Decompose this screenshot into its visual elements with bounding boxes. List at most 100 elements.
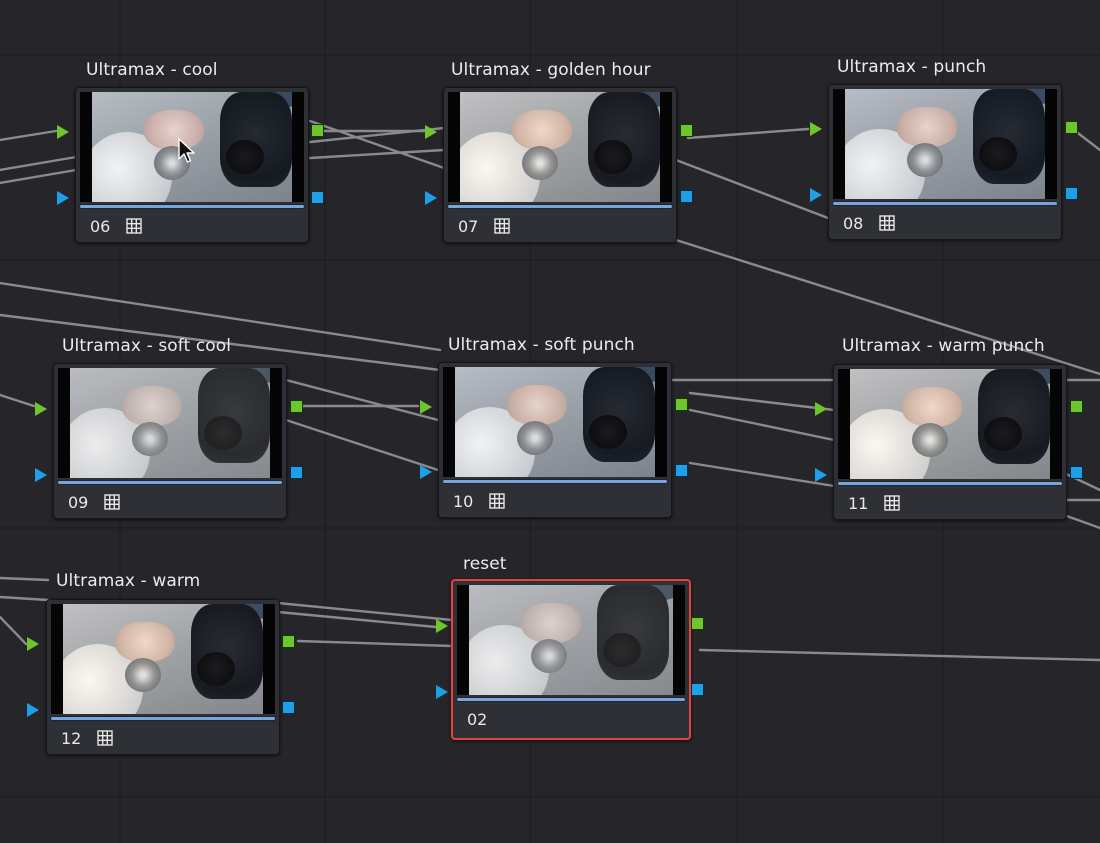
link bbox=[0, 393, 36, 408]
alpha-output-port[interactable] bbox=[282, 701, 295, 714]
rgb-output-port[interactable] bbox=[680, 124, 693, 137]
alpha-input-port[interactable] bbox=[815, 468, 827, 482]
node-09[interactable]: 09 bbox=[53, 363, 287, 519]
link bbox=[284, 418, 440, 472]
alpha-input-port[interactable] bbox=[27, 703, 39, 717]
link bbox=[296, 639, 454, 648]
link bbox=[688, 461, 836, 488]
link bbox=[1072, 128, 1100, 152]
node-progress-bar bbox=[58, 481, 282, 484]
link bbox=[276, 601, 454, 622]
node-number: 02 bbox=[467, 709, 488, 729]
grid-icon bbox=[884, 495, 901, 511]
alpha-output-port[interactable] bbox=[680, 190, 693, 203]
rgb-output-port[interactable] bbox=[290, 400, 303, 413]
node-number: 12 bbox=[61, 728, 82, 748]
alpha-output-port[interactable] bbox=[311, 191, 324, 204]
link bbox=[308, 126, 446, 144]
node-11[interactable]: 11 bbox=[833, 364, 1067, 520]
rgb-input-port[interactable] bbox=[425, 125, 437, 139]
alpha-output-port[interactable] bbox=[691, 683, 704, 696]
rgb-output-port[interactable] bbox=[282, 635, 295, 648]
node-progress-bar bbox=[838, 482, 1062, 485]
link bbox=[1062, 513, 1100, 530]
node-label: Ultramax - cool bbox=[86, 60, 218, 80]
rgb-input-port[interactable] bbox=[810, 122, 822, 136]
link bbox=[308, 148, 446, 160]
node-12[interactable]: 12 bbox=[46, 599, 280, 755]
link bbox=[674, 158, 830, 220]
link bbox=[0, 576, 50, 582]
alpha-output-port[interactable] bbox=[1070, 466, 1083, 479]
alpha-output-port[interactable] bbox=[675, 464, 688, 477]
rgb-output-port[interactable] bbox=[311, 124, 324, 137]
grid-icon bbox=[489, 493, 506, 509]
alpha-input-port[interactable] bbox=[425, 191, 437, 205]
link bbox=[0, 129, 58, 142]
alpha-input-port[interactable] bbox=[810, 188, 822, 202]
node-number: 10 bbox=[453, 491, 474, 511]
rgb-output-port[interactable] bbox=[691, 617, 704, 630]
node-label: Ultramax - soft punch bbox=[448, 335, 635, 355]
alpha-output-port[interactable] bbox=[1065, 187, 1078, 200]
link bbox=[688, 408, 836, 442]
node-thumbnail bbox=[51, 604, 275, 714]
link bbox=[686, 127, 810, 140]
alpha-output-port[interactable] bbox=[290, 466, 303, 479]
arrow-cursor-icon bbox=[178, 138, 195, 163]
node-07[interactable]: 07 bbox=[443, 87, 677, 243]
alpha-input-port[interactable] bbox=[35, 468, 47, 482]
link bbox=[0, 168, 78, 185]
node-thumbnail bbox=[457, 585, 685, 695]
link bbox=[0, 281, 442, 352]
node-number: 11 bbox=[848, 493, 869, 513]
link bbox=[0, 595, 50, 602]
node-progress-bar bbox=[457, 698, 685, 701]
rgb-output-port[interactable] bbox=[1065, 121, 1078, 134]
node-label: Ultramax - warm punch bbox=[842, 336, 1045, 356]
node-number: 07 bbox=[458, 216, 479, 236]
node-number: 09 bbox=[68, 492, 89, 512]
node-label: Ultramax - golden hour bbox=[451, 60, 651, 80]
node-06[interactable]: 06 bbox=[75, 87, 309, 243]
alpha-input-port[interactable] bbox=[436, 685, 448, 699]
node-thumbnail bbox=[80, 92, 304, 202]
grid-icon bbox=[104, 494, 121, 510]
node-thumbnail bbox=[838, 369, 1062, 479]
node-number: 08 bbox=[843, 213, 864, 233]
node-number: 06 bbox=[90, 216, 111, 236]
node-label: Ultramax - warm bbox=[56, 571, 201, 591]
node-08[interactable]: 08 bbox=[828, 84, 1062, 240]
node-label: Ultramax - punch bbox=[837, 57, 987, 77]
rgb-input-port[interactable] bbox=[27, 637, 39, 651]
alpha-input-port[interactable] bbox=[57, 191, 69, 205]
node-label: reset bbox=[463, 554, 507, 574]
node-progress-bar bbox=[443, 480, 667, 483]
node-thumbnail bbox=[443, 367, 667, 477]
link bbox=[308, 119, 446, 170]
node-thumbnail bbox=[833, 89, 1057, 199]
grid-icon bbox=[494, 218, 511, 234]
node-progress-bar bbox=[833, 202, 1057, 205]
rgb-output-port[interactable] bbox=[1070, 400, 1083, 413]
node-thumbnail bbox=[58, 368, 282, 478]
rgb-input-port[interactable] bbox=[35, 402, 47, 416]
rgb-input-port[interactable] bbox=[436, 619, 448, 633]
node-02-reset[interactable]: 02 bbox=[451, 579, 691, 740]
alpha-input-port[interactable] bbox=[420, 465, 432, 479]
rgb-output-port[interactable] bbox=[675, 398, 688, 411]
link bbox=[276, 610, 438, 629]
node-progress-bar bbox=[80, 205, 304, 208]
node-10[interactable]: 10 bbox=[438, 362, 672, 518]
link bbox=[688, 391, 836, 412]
node-thumbnail bbox=[448, 92, 672, 202]
rgb-input-port[interactable] bbox=[815, 402, 827, 416]
rgb-input-port[interactable] bbox=[57, 125, 69, 139]
link bbox=[674, 238, 1100, 376]
link bbox=[0, 155, 78, 172]
rgb-input-port[interactable] bbox=[420, 400, 432, 414]
node-progress-bar bbox=[51, 717, 275, 720]
grid-icon bbox=[879, 215, 896, 231]
